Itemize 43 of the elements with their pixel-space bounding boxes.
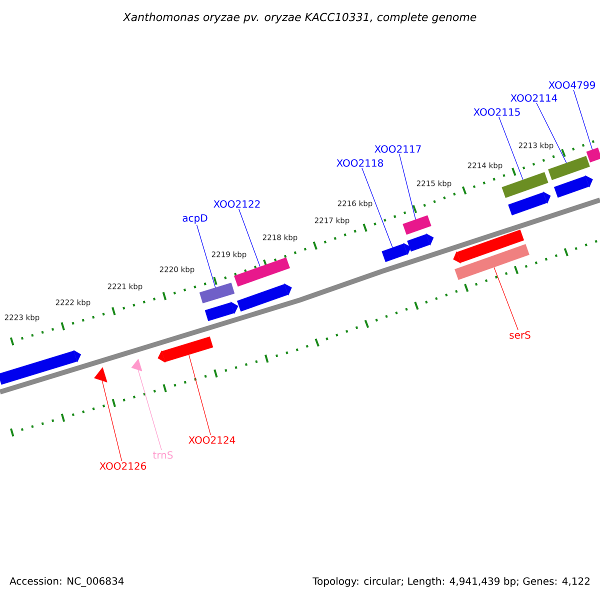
gene-label: XOO2122 <box>214 200 260 208</box>
leader-line <box>573 90 593 150</box>
gene-bar <box>586 148 600 162</box>
gene-bar <box>454 244 530 280</box>
gene-label: XOO2114 <box>510 94 558 102</box>
gene-label: XOO2117 <box>374 145 421 153</box>
gene-bar <box>234 257 290 287</box>
gene-feature <box>94 367 108 382</box>
gene-label: serS <box>510 331 530 339</box>
leader-line <box>196 224 216 288</box>
gene-feature <box>158 336 214 363</box>
gene-label: XOO2126 <box>100 462 146 470</box>
gene-bar <box>502 172 548 198</box>
gene-feature <box>508 192 551 216</box>
accession-text: Accession: NC_006834 <box>10 577 124 587</box>
gene-label: trnS <box>153 451 173 459</box>
leader-line <box>498 116 524 180</box>
leader-line <box>536 102 567 164</box>
title: Xanthomonas oryzae pv. oryzae KACC10331, complete genome <box>122 12 476 24</box>
gene-feature <box>407 233 434 252</box>
gene-feature <box>204 302 238 322</box>
gene-feature <box>0 350 82 385</box>
gene-feature <box>237 283 292 312</box>
gene-feature <box>382 242 412 262</box>
leader-line <box>238 208 260 267</box>
leader-line <box>494 267 518 330</box>
gene-bar <box>402 215 432 235</box>
gene-feature <box>131 358 142 372</box>
leader-line <box>188 354 211 436</box>
gene-label: XOO2118 <box>336 159 384 167</box>
leader-line <box>362 168 393 248</box>
gene-feature <box>453 230 524 264</box>
gene-label: XOO2124 <box>188 436 236 444</box>
gene-label: acpD <box>182 214 208 224</box>
leader-line <box>398 154 416 220</box>
leader-line <box>102 380 122 462</box>
gene-label: XOO2115 <box>474 108 520 116</box>
summary-text: Topology: circular; Length: 4,941,439 bp; Genes: 4,122 <box>312 577 590 587</box>
gene-bar <box>199 282 235 304</box>
gene-label: XOO4799 <box>548 81 595 89</box>
gene-feature <box>554 175 593 198</box>
leader-line <box>138 370 162 450</box>
gene-bar <box>548 156 590 180</box>
